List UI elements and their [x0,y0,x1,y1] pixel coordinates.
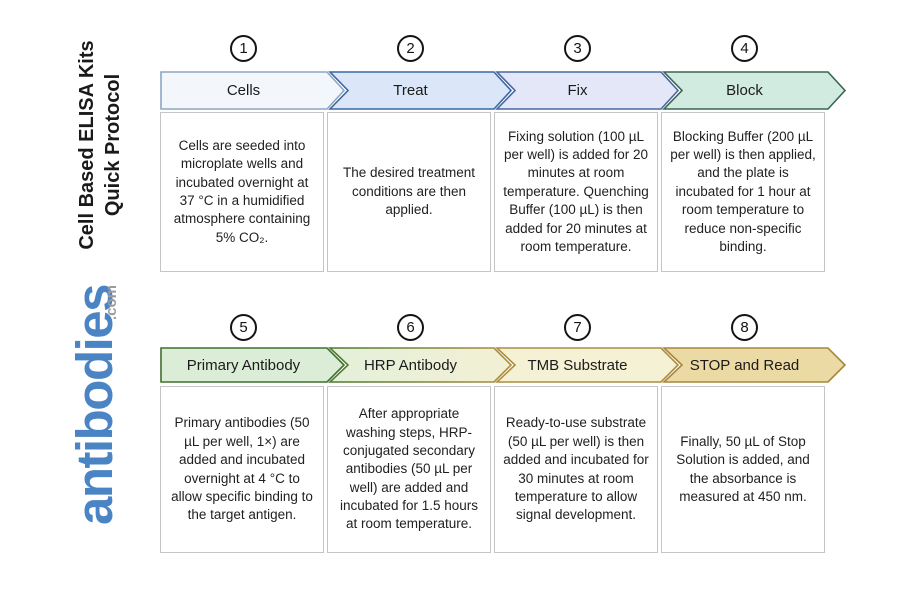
step-number: 6 [406,319,415,336]
step-description: Fixing solution (100 µL per well) is add… [503,128,649,254]
step-label-tmb-substrate: TMB Substrate [527,356,628,374]
step-label-hrp-antibody: HRP Antibody [363,356,458,374]
step-description: Finally, 50 µL of Stop Solution is added… [676,433,810,504]
step-arrow-row-1 [160,71,847,110]
step-arrow-fix [495,71,680,110]
step-label-block: Block [726,82,763,99]
step-arrow-treat [328,71,513,110]
step-description-box: Primary antibodies (50 µL per well, 1×) … [160,386,324,553]
step-number-badge: 1 [230,35,257,62]
step-description-box: Blocking Buffer (200 µL per well) is the… [661,112,825,272]
step-label-primary-antibody: Primary Antibody [186,356,301,374]
step-description-box: Ready-to-use substrate (50 µL per well) … [494,386,658,553]
step-number-badge: 5 [230,314,257,341]
step-description: Blocking Buffer (200 µL per well) is the… [670,128,816,254]
step-arrow-block [662,71,847,110]
protocol-diagram: 1 2 3 4 Cells Treat Fix Block Cells are … [160,0,860,594]
step-number: 1 [239,40,248,57]
step-description: After appropriate washing steps, HRP-con… [339,406,479,532]
step-arrow-primary-antibody [160,347,346,383]
step-label-fix: Fix [567,82,588,99]
step-number: 7 [573,319,582,336]
step-number-badge: 4 [731,35,758,62]
step-description: The desired treatment conditions are the… [342,165,476,218]
step-arrow-row-2 [160,347,847,383]
step-label-stop-and-read: STOP and Read [689,356,800,374]
step-number: 8 [740,319,749,336]
step-number: 4 [740,40,749,57]
step-arrow-stop-and-read [661,347,847,383]
step-description-box: After appropriate washing steps, HRP-con… [327,386,491,553]
step-number: 3 [573,40,582,57]
step-label-treat: Treat [393,82,428,99]
protocol-title: Cell Based ELISA Kits Quick Protocol [74,25,126,265]
step-arrow-hrp-antibody [327,347,513,383]
step-description-box: The desired treatment conditions are the… [327,112,491,272]
step-number-badge: 3 [564,35,591,62]
step-arrow-tmb-substrate [494,347,680,383]
step-description: Primary antibodies (50 µL per well, 1×) … [171,415,313,523]
step-number-badge: 6 [397,314,424,341]
step-number-badge: 8 [731,314,758,341]
step-description: Cells are seeded into microplate wells a… [173,137,311,245]
step-number: 2 [406,40,415,57]
protocol-title-line2: Quick Protocol [102,73,124,217]
step-number-badge: 7 [564,314,591,341]
step-number: 5 [239,319,248,336]
step-label-cells: Cells [226,82,261,99]
step-number-badge: 2 [397,35,424,62]
antibodies-logo-suffix: .com [103,284,120,320]
step-arrow-cells [160,71,346,110]
protocol-title-line1: Cell Based ELISA Kits [76,40,98,250]
step-description-box: Fixing solution (100 µL per well) is add… [494,112,658,272]
step-description: Ready-to-use substrate (50 µL per well) … [503,415,649,523]
step-description-box: Finally, 50 µL of Stop Solution is added… [661,386,825,553]
step-description-box: Cells are seeded into microplate wells a… [160,112,324,272]
